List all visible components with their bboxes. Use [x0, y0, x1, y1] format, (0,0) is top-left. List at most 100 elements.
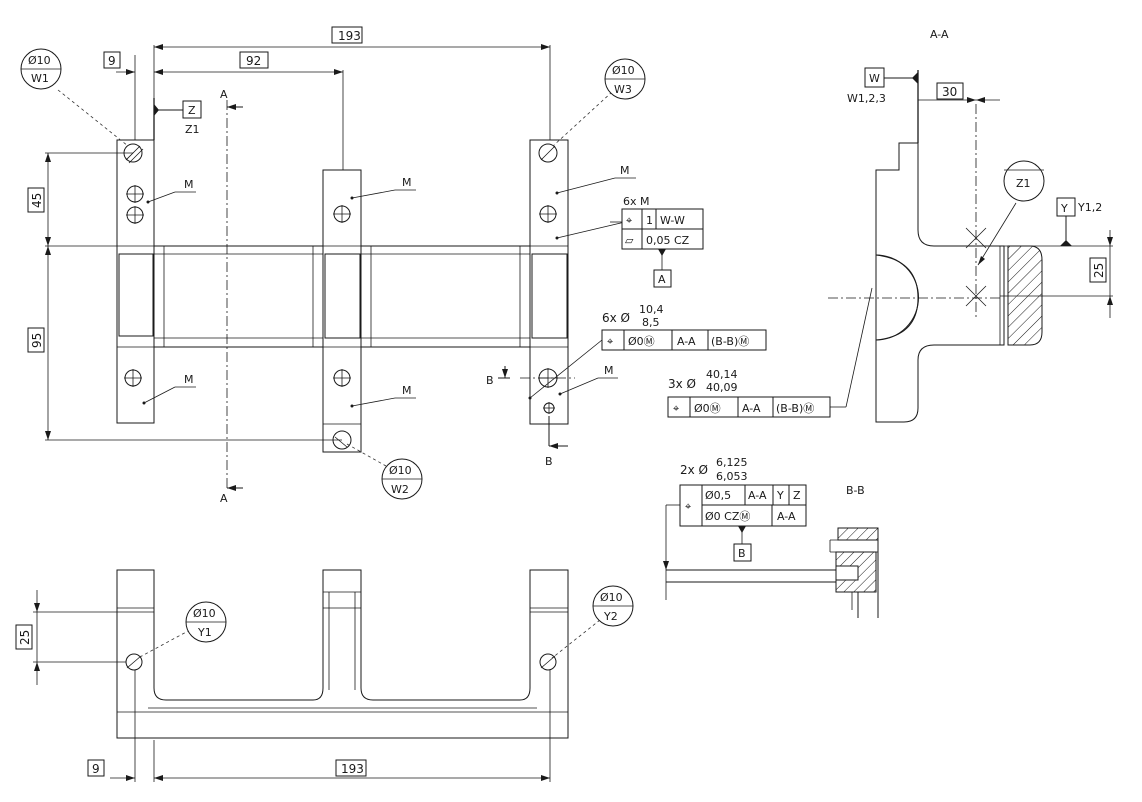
hole-right-lower	[538, 368, 558, 414]
hole-left-upper	[126, 185, 144, 224]
balloon-y2: Ø10 Y2	[551, 585, 634, 659]
dim-left-45: 45	[30, 193, 44, 208]
svg-text:Ø10: Ø10	[193, 607, 216, 620]
datum-b: B	[738, 547, 746, 560]
svg-text:Ø0,5: Ø0,5	[705, 489, 731, 502]
svg-text:▱: ▱	[625, 234, 634, 247]
svg-text:Ø10: Ø10	[600, 591, 623, 604]
balloon-w1: Ø10 W1	[20, 48, 129, 147]
svg-text:⌖: ⌖	[626, 214, 632, 227]
hole-y2	[539, 653, 557, 671]
svg-text:6x M: 6x M	[623, 195, 650, 208]
svg-text:A-A: A-A	[748, 489, 767, 502]
mark-m-2: M	[402, 176, 412, 189]
mark-m-4: M	[184, 373, 194, 386]
fcf-6x-hole: 6x Ø 10,4 8,5 ⌖ Ø0Ⓜ A-A (B-B)Ⓜ	[528, 303, 767, 400]
front-view: 25 9 193 Ø10 Y1 Ø10 Y2	[15, 569, 634, 782]
svg-text:A-A: A-A	[777, 510, 796, 523]
view-bb-title: B-B	[846, 484, 865, 497]
mark-m-3: M	[620, 164, 630, 177]
section-a-top-label: A	[220, 88, 228, 101]
hole-left-lower	[124, 369, 142, 387]
hole-y1	[125, 653, 143, 671]
svg-text:A-A: A-A	[677, 335, 696, 348]
svg-text:Z: Z	[793, 489, 801, 502]
svg-text:Ø0 CZⓂ: Ø0 CZⓂ	[705, 510, 750, 523]
hole-mid-upper	[333, 205, 351, 223]
svg-text:Ø10: Ø10	[612, 64, 635, 77]
datum-y-label: Y1,2	[1077, 201, 1102, 214]
section-b-left-label: B	[486, 374, 494, 387]
fcf-6x-m: 6x M ⌖ 1 W-W ▱ 0,05 CZ A	[610, 195, 704, 288]
balloon-w2: Ø10 W2	[346, 443, 423, 500]
svg-text:⌖: ⌖	[607, 335, 613, 348]
left-bracket	[116, 139, 155, 424]
dim-aa-30: 30	[942, 85, 957, 99]
balloon-w3: Ø10 W3	[552, 58, 646, 147]
datum-w-label: W1,2,3	[847, 92, 886, 105]
svg-text:(B-B)Ⓜ: (B-B)Ⓜ	[776, 402, 814, 415]
top-view: A A B B 193 92 9	[20, 26, 873, 505]
svg-text:10,4: 10,4	[639, 303, 664, 316]
hole-right-upper	[539, 205, 557, 223]
right-bracket	[529, 139, 569, 425]
mark-m-6: M	[604, 364, 614, 377]
fcf-3x: 3x Ø 40,14 40,09 ⌖ Ø0Ⓜ A-A (B-B)Ⓜ	[667, 287, 873, 418]
svg-text:0,05 CZ: 0,05 CZ	[646, 234, 690, 247]
svg-text:3x Ø: 3x Ø	[668, 377, 696, 391]
m-leaders: M M M M M M	[142, 164, 636, 408]
dim-bottom-193: 193	[341, 762, 364, 776]
svg-text:1: 1	[646, 214, 653, 227]
dim-aa-25: 25	[1092, 263, 1106, 278]
datum-z: Z	[188, 104, 196, 117]
balloon-z1: Z1	[977, 160, 1045, 266]
dim-top-92: 92	[246, 54, 261, 68]
svg-text:Ø10: Ø10	[389, 464, 412, 477]
balloon-y1: Ø10 Y1	[137, 601, 227, 659]
hole-w1	[123, 143, 144, 164]
svg-text:40,14: 40,14	[706, 368, 738, 381]
svg-text:⌖: ⌖	[673, 402, 679, 415]
svg-text:6,125: 6,125	[716, 456, 748, 469]
middle-bracket	[322, 169, 362, 453]
view-aa-title: A-A	[930, 28, 949, 41]
datum-a: A	[658, 273, 666, 286]
fcf-2x: 2x Ø 6,125 6,053 ⌖ Ø0,5 A-A Y Z Ø0 CZⓂ A…	[663, 456, 807, 600]
svg-text:8,5: 8,5	[642, 316, 660, 329]
svg-text:W3: W3	[614, 83, 632, 96]
svg-text:Ø0Ⓜ: Ø0Ⓜ	[694, 402, 721, 415]
svg-text:A-A: A-A	[742, 402, 761, 415]
svg-text:6,053: 6,053	[716, 470, 748, 483]
hole-w3	[538, 143, 558, 163]
svg-text:Y2: Y2	[603, 610, 618, 623]
dim-top-193: 193	[338, 29, 361, 43]
dim-top-9: 9	[108, 54, 116, 68]
svg-text:W-W: W-W	[660, 214, 685, 227]
section-b-bottom-label: B	[545, 455, 553, 468]
datum-w: W	[869, 72, 880, 85]
section-bb-view: B-B 2x Ø 6,125 6,053 ⌖	[663, 456, 879, 618]
section-aa-view: A-A W W1,2,3 30	[828, 28, 1113, 423]
datum-y: Y	[1060, 202, 1068, 215]
dim-bottom-9: 9	[92, 762, 100, 776]
dim-left-95: 95	[30, 333, 44, 348]
svg-text:2x Ø: 2x Ø	[680, 463, 708, 477]
mark-m-5: M	[402, 384, 412, 397]
svg-text:Ø10: Ø10	[28, 54, 51, 67]
dim-bottom-25: 25	[18, 630, 32, 645]
svg-text:6x Ø: 6x Ø	[602, 311, 630, 325]
svg-text:W2: W2	[391, 483, 409, 496]
svg-text:⌖: ⌖	[685, 500, 691, 513]
hole-mid-lower	[333, 369, 351, 387]
svg-text:40,09: 40,09	[706, 381, 738, 394]
section-a-bottom-label: A	[220, 492, 228, 505]
svg-text:(B-B)Ⓜ: (B-B)Ⓜ	[711, 335, 749, 348]
svg-text:W1: W1	[31, 72, 49, 85]
datum-z1-label: Z1	[185, 123, 200, 136]
svg-text:Z1: Z1	[1016, 177, 1031, 190]
svg-text:Ø0Ⓜ: Ø0Ⓜ	[628, 335, 655, 348]
svg-text:Y1: Y1	[197, 626, 212, 639]
mark-m-1: M	[184, 178, 194, 191]
